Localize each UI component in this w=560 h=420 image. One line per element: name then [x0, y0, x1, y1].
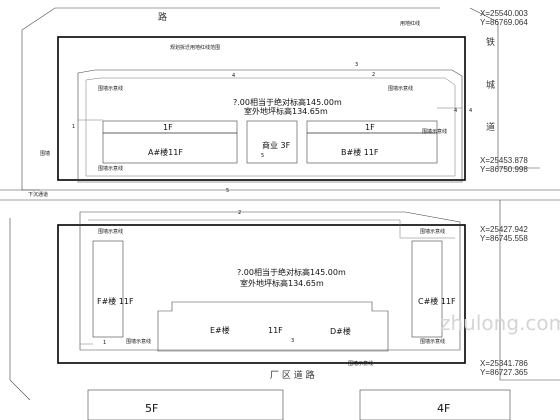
- north-plot-wall-line: [77, 69, 463, 183]
- podium-block: [246, 120, 298, 164]
- south-plot-boundary: [57, 224, 466, 364]
- road-edge-west-lower: [9, 218, 31, 401]
- north-note-wall-3: 围墙示意线: [98, 165, 123, 172]
- building-b-floor: 1F: [365, 123, 375, 132]
- north-elevation-outdoor: 室外地坪标高134.65m: [244, 106, 328, 116]
- south-note-wall-3: 围墙示意线: [126, 338, 151, 345]
- south-plot-wall-line: [79, 211, 461, 351]
- building-b-label: B#楼 11F: [341, 147, 379, 157]
- north-note-wall-1: 围墙示意线: [98, 85, 123, 92]
- building-b-lower: [306, 132, 438, 164]
- north-dim-1: 4: [232, 73, 235, 79]
- neighbor-sw-floors: 5F: [145, 402, 158, 415]
- south-dim-1: 5: [226, 188, 229, 194]
- north-dim-7: 4: [469, 108, 472, 114]
- building-d-label: D#楼: [330, 326, 351, 336]
- podium-label: 商业 3F: [262, 140, 291, 150]
- north-plot-inner-line: [85, 77, 456, 177]
- neighbor-building-se: [359, 389, 511, 420]
- building-c-label: C#楼 11F: [418, 296, 456, 306]
- north-plot-boundary: [57, 36, 466, 181]
- north-dim-4: 2: [372, 72, 375, 78]
- south-elevation-outdoor: 室外地坪标高134.65m: [240, 278, 324, 288]
- neighbor-se-floors: 4F: [437, 402, 450, 415]
- south-road-label: 厂 区 道 路: [270, 369, 315, 381]
- north-note-wall-2: 围墙示意线: [388, 85, 413, 92]
- south-note-wall-2: 围墙示意线: [420, 228, 445, 235]
- south-note-wall-1: 围墙示意线: [98, 228, 123, 235]
- building-e-label: E#楼: [210, 325, 230, 335]
- south-center-floor: 11F: [268, 326, 283, 335]
- south-note-sunken-passage: 下沉通道: [28, 191, 48, 198]
- south-plot-inner-line: [88, 219, 455, 239]
- north-dim-2: 3: [355, 62, 358, 68]
- road-edge-east-lower: [499, 200, 560, 381]
- road-edge-east: [469, 7, 540, 169]
- neighbor-building-sw: [87, 389, 284, 420]
- building-a-floor: 1F: [163, 123, 173, 132]
- building-a-lower: [102, 132, 238, 164]
- north-road-label: 路: [158, 11, 167, 23]
- north-note-wall-west: 围墙: [40, 150, 50, 157]
- north-dim-5: 4: [454, 108, 457, 114]
- south-dim-2: 2: [238, 210, 241, 216]
- coord-se-x: X=25341.786: [480, 359, 528, 368]
- coord-mid-lower-y: Y=86745.558: [480, 234, 528, 243]
- coord-mid-lower-x: X=25427.942: [480, 225, 528, 234]
- east-road-char-3: 道: [486, 121, 495, 133]
- coord-se-y: Y=86727.365: [480, 368, 528, 377]
- watermark: zhulong.com: [440, 311, 560, 335]
- south-dim-4: 3: [291, 338, 294, 344]
- building-e-d-block: [157, 301, 389, 352]
- north-elevation-floor: ?.00相当于绝对标高145.00m: [233, 97, 342, 107]
- building-a-label: A#楼11F: [148, 147, 183, 157]
- north-dim-3: 1: [72, 124, 75, 130]
- south-dim-3: 1: [103, 340, 106, 346]
- north-note-redline: 用地红线: [400, 20, 420, 27]
- north-note-wall-4: 围墙示意线: [422, 128, 447, 135]
- south-note-wall-5: 围墙示意线: [348, 360, 373, 367]
- coord-mid-upper-x: X=25453.878: [480, 156, 528, 165]
- road-edge-west-north: [21, 7, 440, 191]
- coord-ne-x: X=25540.003: [480, 9, 528, 18]
- building-f-label: F#楼 11F: [97, 296, 134, 306]
- south-note-wall-4: 围墙示意线: [420, 338, 445, 345]
- east-road-char-2: 城: [486, 80, 495, 91]
- coord-ne-y: Y=86769.064: [480, 18, 528, 27]
- east-road-char-1: 铁: [486, 36, 495, 48]
- north-dim-6: 5: [261, 153, 264, 159]
- coord-mid-upper-y: Y=86750.998: [480, 165, 528, 174]
- building-f: [92, 240, 124, 338]
- building-c: [411, 240, 443, 338]
- north-note-redline-scope: 规划拆迁用地红线范围: [170, 44, 220, 51]
- south-elevation-floor: ?.00相当于绝对标高145.00m: [237, 267, 346, 277]
